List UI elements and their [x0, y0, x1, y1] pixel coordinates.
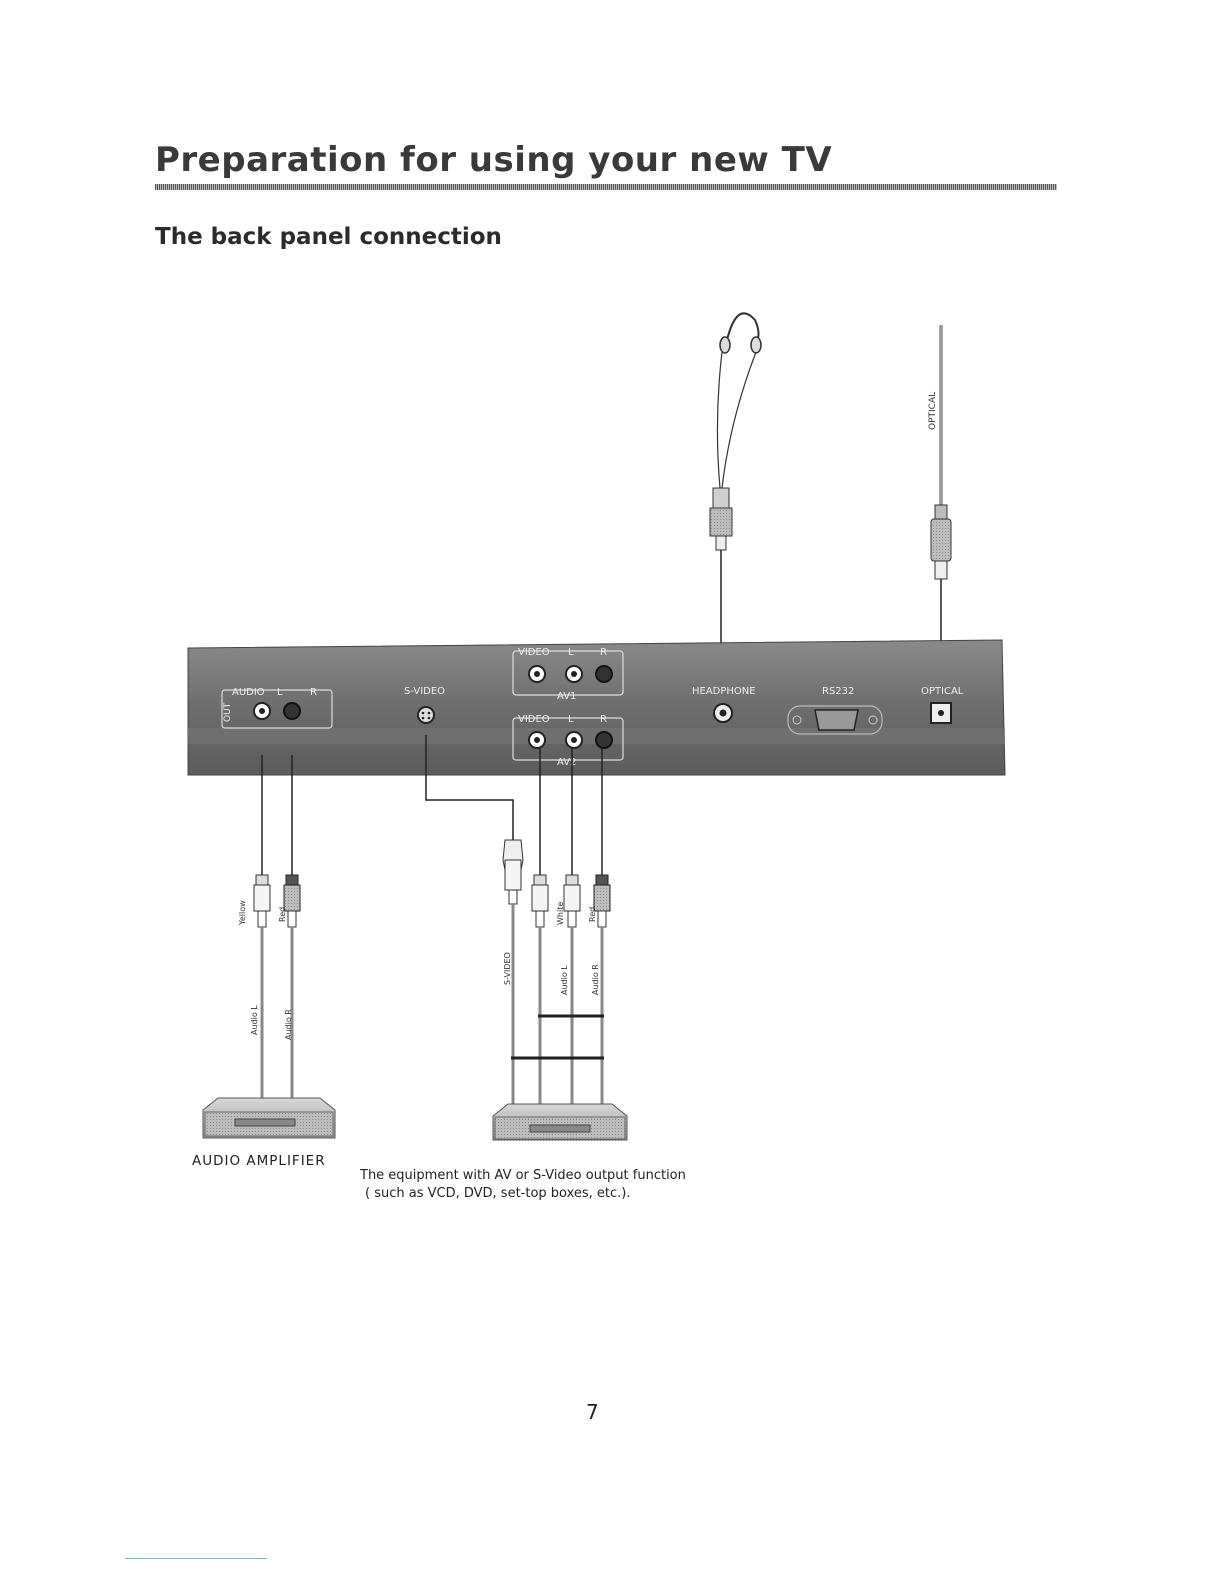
- rs232-port: [814, 709, 859, 731]
- optical-cable-label: OPTICAL: [928, 392, 938, 430]
- headphone-icon: [709, 312, 762, 665]
- optical-cable: OPTICAL: [928, 325, 952, 665]
- eq-white-label: White: [556, 902, 565, 925]
- av1-r-label: R: [600, 647, 607, 658]
- audio-out-r-label: R: [310, 687, 317, 698]
- av1-r-jack: [595, 665, 613, 683]
- eq-red-label: Red: [588, 907, 597, 922]
- page-title: Preparation for using your new TV: [155, 140, 833, 180]
- svideo-jack: [417, 706, 435, 724]
- audio-out-l-label: L: [277, 687, 283, 698]
- av2-name-label: AV2: [557, 757, 576, 768]
- amp-red-label: Red: [278, 907, 287, 922]
- av2-l-label: L: [568, 714, 574, 725]
- svideo-group: S-VIDEO: [404, 686, 445, 724]
- av1-name-label: AV1: [557, 691, 576, 702]
- audio-amplifier-device: [202, 1097, 336, 1139]
- headphone-label: HEADPHONE: [692, 686, 756, 697]
- back-panel: AUDIO L R OUT S-VIDEO VIDEO L R AV1: [187, 639, 1006, 776]
- section-title: The back panel connection: [155, 224, 502, 250]
- av1-l-label: L: [568, 647, 574, 658]
- amplifier-caption: AUDIO AMPLIFIER: [192, 1153, 326, 1169]
- equipment-caption-line2: ( such as VCD, DVD, set-top boxes, etc.)…: [365, 1186, 631, 1201]
- av2-r-jack: [595, 731, 613, 749]
- av2-r-label: R: [600, 714, 607, 725]
- equipment-caption-line1: The equipment with AV or S-Video output …: [360, 1168, 686, 1183]
- rs232-group: RS232: [787, 686, 883, 735]
- headphone-jack-group: HEADPHONE: [692, 686, 756, 723]
- optical-port-label: OPTICAL: [921, 686, 964, 697]
- av-equipment-device: [492, 1103, 628, 1141]
- amplifier-cables: Yellow Red Audio L Audio R: [238, 755, 301, 1100]
- footer-rule: [125, 1558, 267, 1559]
- audio-out-group: AUDIO L R OUT: [221, 687, 333, 729]
- amp-yellow-label: Yellow: [238, 900, 247, 926]
- amp-audio-r-label: Audio R: [284, 1009, 293, 1040]
- eq-audio-r-label: Audio R: [591, 964, 600, 995]
- title-rule: [155, 184, 1057, 190]
- av2-group: VIDEO L R AV2: [512, 714, 624, 768]
- av1-group: VIDEO L R AV1: [512, 647, 624, 702]
- amp-audio-l-label: Audio L: [250, 1005, 259, 1035]
- eq-audio-l-label: Audio L: [560, 965, 569, 995]
- rs232-label: RS232: [822, 686, 854, 697]
- eq-svideo-label: S-VIDEO: [503, 952, 512, 985]
- page-number: 7: [586, 1400, 599, 1424]
- audio-out-r-jack: [283, 702, 301, 720]
- svideo-label: S-VIDEO: [404, 686, 445, 697]
- audio-out-side-label: OUT: [223, 702, 233, 722]
- equipment-cables: S-VIDEO White Red Audio L Audio R: [425, 735, 611, 1105]
- av1-video-label: VIDEO: [518, 647, 550, 658]
- optical-port-group: OPTICAL: [921, 686, 964, 724]
- av2-video-label: VIDEO: [518, 714, 550, 725]
- audio-out-label: AUDIO: [232, 687, 265, 698]
